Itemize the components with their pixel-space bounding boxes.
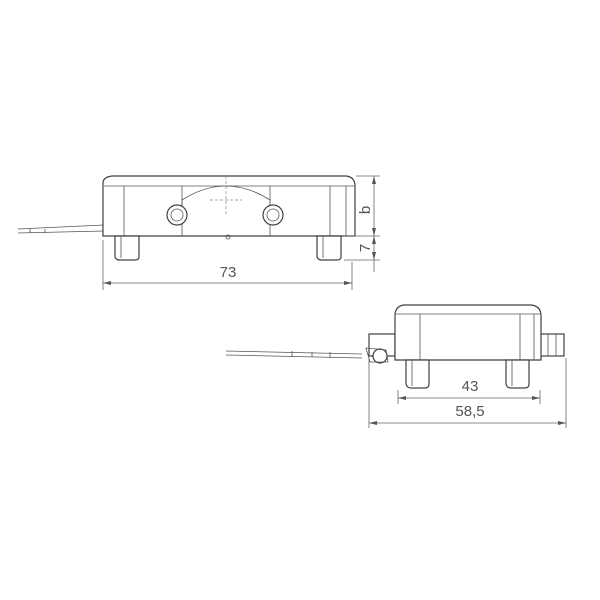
dim-label-43: 43: [462, 378, 479, 395]
dim-73: 73: [102, 240, 353, 290]
foot-left: [114, 235, 140, 261]
dim-label-b: b: [357, 206, 374, 214]
dim-label-width: 73: [220, 264, 237, 281]
dim-vertical: b 7: [344, 175, 380, 272]
cable-left: [17, 224, 105, 234]
foot-right: [316, 235, 342, 261]
dim-label-7: 7: [357, 244, 374, 252]
housing-body: [102, 175, 356, 237]
side-view: 73 b 7: [17, 175, 380, 290]
cable-front: [225, 350, 363, 359]
front-foot-right: [505, 359, 530, 389]
cable-clamp: [365, 347, 389, 364]
front-view: 43 58,5: [225, 304, 567, 428]
dim-58-5: 58,5: [368, 358, 567, 428]
screw-right: [262, 204, 284, 226]
screw-left: [166, 204, 188, 226]
dim-label-58-5: 58,5: [455, 403, 484, 420]
front-foot-left: [405, 359, 430, 389]
clip-right: [539, 333, 565, 357]
front-housing: [394, 304, 542, 361]
dim-43: 43: [397, 378, 541, 404]
